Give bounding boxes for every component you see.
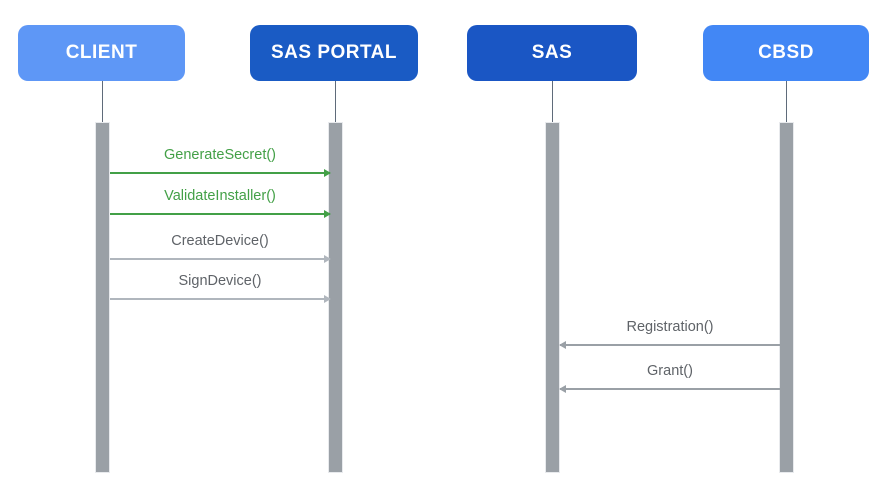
arrowhead-generate-secret-icon [324, 169, 331, 177]
message-line-create-device [110, 258, 330, 260]
participant-label-sas: SAS [531, 42, 573, 63]
participant-box-sas[interactable]: SAS [467, 25, 637, 81]
arrowhead-registration-icon [559, 341, 566, 349]
arrowhead-create-device-icon [324, 255, 331, 263]
message-label-generate-secret: GenerateSecret() [163, 147, 277, 163]
message-label-registration: Registration() [626, 319, 714, 335]
activation-bar-cbsd [779, 122, 794, 473]
participant-box-client[interactable]: CLIENT [18, 25, 185, 81]
participant-label-cbsd: CBSD [758, 42, 814, 63]
participant-label-sas-portal: SAS PORTAL [270, 42, 398, 63]
message-line-registration [560, 344, 780, 346]
activation-bar-sas [545, 122, 560, 473]
lifeline-stem-sas-portal [335, 81, 336, 122]
participant-label-client: CLIENT [65, 42, 138, 63]
message-label-validate-installer: ValidateInstaller() [164, 188, 276, 204]
message-label-grant: Grant() [647, 363, 693, 379]
lifeline-stem-cbsd [786, 81, 787, 122]
activation-bar-client [95, 122, 110, 473]
arrowhead-sign-device-icon [324, 295, 331, 303]
message-line-sign-device [110, 298, 330, 300]
arrowhead-grant-icon [559, 385, 566, 393]
message-line-generate-secret [110, 172, 330, 174]
lifeline-stem-sas [552, 81, 553, 122]
message-label-create-device: CreateDevice() [171, 233, 269, 249]
participant-box-cbsd[interactable]: CBSD [703, 25, 869, 81]
lifeline-stem-client [102, 81, 103, 122]
message-line-grant [560, 388, 780, 390]
message-line-validate-installer [110, 213, 330, 215]
participant-box-sas-portal[interactable]: SAS PORTAL [250, 25, 418, 81]
message-label-sign-device: SignDevice() [178, 273, 262, 289]
arrowhead-validate-installer-icon [324, 210, 331, 218]
